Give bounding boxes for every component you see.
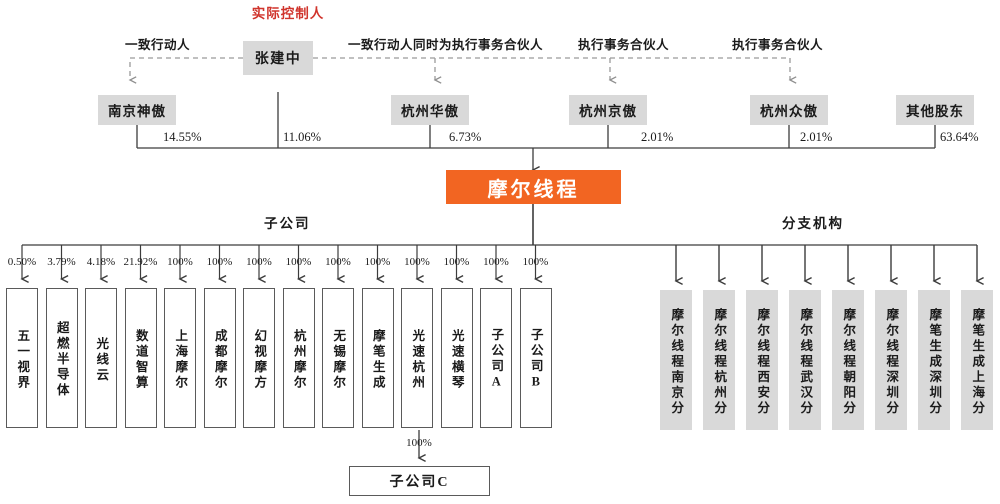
subsidiary-name: 子公司B xyxy=(528,328,543,392)
subsidiary-name: 光线云 xyxy=(94,336,109,384)
branch-name: 摩尔线程西安分 xyxy=(755,307,770,417)
relation-label-2: 执行事务合伙人 xyxy=(578,38,670,52)
section-label-branches: 分支机构 xyxy=(782,216,844,231)
stake-label-controller-direct: 11.06% xyxy=(283,130,322,144)
subsidiary-box-13[interactable]: 子公司B xyxy=(519,288,552,428)
sub-stake-8: 100% xyxy=(325,256,351,268)
branch-name: 摩尔线程朝阳分 xyxy=(841,307,856,417)
subsidiary-name: 无锡摩尔 xyxy=(331,329,346,391)
sub-subsidiary-box[interactable]: 子公司C xyxy=(349,466,490,496)
subsidiary-box-11[interactable]: 光速横琴 xyxy=(440,288,473,428)
sub-stake-10: 100% xyxy=(404,256,430,268)
subsidiary-name: 光速横琴 xyxy=(449,329,464,391)
shareholder-box-hangzhou-huaao[interactable]: 杭州华傲 xyxy=(391,95,469,125)
branch-drops xyxy=(676,245,977,281)
subsidiary-box-2[interactable]: 光线云 xyxy=(85,288,117,428)
subsidiary-box-7[interactable]: 杭州摩尔 xyxy=(282,288,315,428)
branch-box-2[interactable]: 摩尔线程西安分 xyxy=(746,290,778,430)
subsidiary-name: 杭州摩尔 xyxy=(291,329,306,391)
subsidiary-name: 数道智算 xyxy=(133,329,148,391)
shareholder-box-other-shareholders[interactable]: 其他股东 xyxy=(896,95,974,125)
subsidiary-box-12[interactable]: 子公司A xyxy=(480,288,512,428)
branch-name: 摩尔线程武汉分 xyxy=(798,307,813,417)
sub-stake-9: 100% xyxy=(364,256,391,268)
stake-label-nanjing-shenao: 14.55% xyxy=(163,130,202,144)
subsidiary-box-10[interactable]: 光速杭州 xyxy=(401,288,433,428)
shareholder-box-nanjing-shenao[interactable]: 南京神傲 xyxy=(98,95,176,125)
subsub-stake-label: 100% xyxy=(406,437,432,449)
shareholder-box-hangzhou-zhongao[interactable]: 杭州众傲 xyxy=(750,95,828,125)
branch-name: 摩尔线程南京分 xyxy=(669,307,684,417)
controller-name: 张建中 xyxy=(254,52,302,67)
branch-box-5[interactable]: 摩尔线程深圳分 xyxy=(875,290,907,430)
stake-label-hangzhou-zhongao: 2.01% xyxy=(800,130,833,144)
main-company-name: 摩尔线程 xyxy=(487,178,580,201)
sub-stake-5: 100% xyxy=(206,256,233,268)
subsidiary-box-4[interactable]: 上海摩尔 xyxy=(164,288,196,428)
subsidiary-name: 幻视摩方 xyxy=(252,329,267,391)
shareholder-name: 其他股东 xyxy=(906,104,964,119)
relation-label-0: 一致行动人 xyxy=(125,38,191,52)
branch-name: 摩尔线程深圳分 xyxy=(884,307,899,417)
shareholder-name: 南京神傲 xyxy=(108,104,166,119)
stake-label-hangzhou-jingao: 2.01% xyxy=(641,130,674,144)
sub-stake-0: 0.50% xyxy=(7,256,37,268)
subsidiary-box-5[interactable]: 成都摩尔 xyxy=(203,288,236,428)
branch-box-0[interactable]: 摩尔线程南京分 xyxy=(660,290,692,430)
sub-stake-7: 100% xyxy=(285,256,312,268)
subsidiary-name: 上海摩尔 xyxy=(173,329,188,391)
sub-stake-12: 100% xyxy=(483,256,509,268)
branch-box-7[interactable]: 摩笔生成上海分 xyxy=(961,290,993,430)
section-label-subsidiaries: 子公司 xyxy=(264,216,311,231)
subsidiary-name: 超燃半导体 xyxy=(54,321,69,399)
branch-name: 摩笔生成深圳分 xyxy=(927,307,942,417)
sub-stake-4: 100% xyxy=(167,256,193,268)
branch-name: 摩笔生成上海分 xyxy=(970,307,985,417)
subsidiary-box-1[interactable]: 超燃半导体 xyxy=(45,288,78,428)
sub-stake-11: 100% xyxy=(443,256,470,268)
branch-box-1[interactable]: 摩尔线程杭州分 xyxy=(703,290,735,430)
subsidiary-box-6[interactable]: 幻视摩方 xyxy=(243,288,275,428)
shareholder-name: 杭州众傲 xyxy=(760,104,818,119)
relation-label-3: 执行事务合伙人 xyxy=(732,38,824,52)
subsidiary-drops xyxy=(22,245,536,279)
sub-stake-2: 4.18% xyxy=(86,256,116,268)
controller-title: 实际控制人 xyxy=(251,6,325,21)
stake-label-other-shareholders: 63.64% xyxy=(940,130,979,144)
subsidiary-name: 五一视界 xyxy=(15,329,30,391)
subsidiary-box-8[interactable]: 无锡摩尔 xyxy=(322,288,354,428)
sub-subsidiary-name: 子公司C xyxy=(389,475,450,490)
relation-label-1: 一致行动人同时为执行事务合伙人 xyxy=(348,38,544,52)
subsidiary-name: 子公司A xyxy=(489,328,504,392)
branch-box-6[interactable]: 摩笔生成深圳分 xyxy=(918,290,950,430)
branch-box-4[interactable]: 摩尔线程朝阳分 xyxy=(832,290,864,430)
dashed-link-nanjing xyxy=(128,57,243,84)
subsidiary-box-3[interactable]: 数道智算 xyxy=(124,288,157,428)
main-company-box[interactable]: 摩尔线程 xyxy=(446,170,621,204)
sub-stake-1: 3.79% xyxy=(47,256,76,268)
shareholder-name: 杭州京傲 xyxy=(579,104,637,119)
shareholder-box-hangzhou-jingao[interactable]: 杭州京傲 xyxy=(569,95,647,125)
stake-label-hangzhou-huaao: 6.73% xyxy=(449,130,482,144)
branch-box-3[interactable]: 摩尔线程武汉分 xyxy=(789,290,821,430)
subsidiary-name: 光速杭州 xyxy=(410,329,425,391)
sub-stake-3: 21.92% xyxy=(123,256,158,268)
sub-stake-6: 100% xyxy=(246,256,272,268)
subsidiary-name: 成都摩尔 xyxy=(212,329,227,391)
subsidiary-name: 摩笔生成 xyxy=(370,329,385,391)
branch-name: 摩尔线程杭州分 xyxy=(712,307,727,417)
controller-box[interactable]: 张建中 xyxy=(243,41,313,75)
shareholder-name: 杭州华傲 xyxy=(401,104,459,119)
subsidiary-box-9[interactable]: 摩笔生成 xyxy=(361,288,394,428)
subsidiary-box-0[interactable]: 五一视界 xyxy=(6,288,38,428)
sub-stake-13: 100% xyxy=(522,256,549,268)
